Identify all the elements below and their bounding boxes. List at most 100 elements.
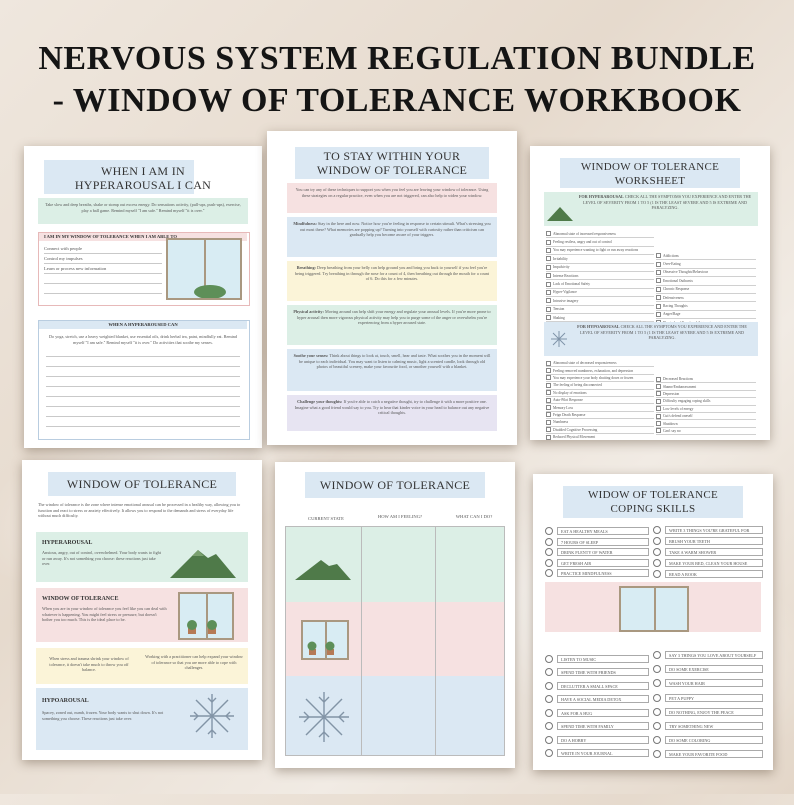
checkbox[interactable] (546, 397, 551, 403)
symptom-row: Addictions (656, 252, 756, 261)
coping-skill-row: READ A BOOK (653, 569, 763, 580)
checkbox[interactable] (656, 295, 661, 301)
coping-skill-row: PET A PUPPY (653, 691, 763, 705)
checkbox[interactable] (546, 427, 551, 433)
coping-skill-row: WRITE IN YOUR JOURNAL (545, 747, 649, 761)
check-circle[interactable] (653, 570, 661, 579)
check-circle[interactable] (653, 536, 661, 545)
check-circle[interactable] (653, 750, 661, 759)
checkbox[interactable] (546, 390, 551, 396)
checkbox[interactable] (546, 419, 551, 425)
check-circle[interactable] (545, 548, 553, 557)
checkbox[interactable] (546, 412, 551, 418)
checkbox[interactable] (656, 406, 661, 412)
check-circle[interactable] (653, 651, 661, 660)
checkbox[interactable] (656, 278, 661, 284)
window-illustration (301, 620, 349, 660)
check-circle[interactable] (545, 527, 553, 536)
hyperarousal-text: Anxious, angry, out of control, overwhel… (42, 550, 161, 567)
check-circle[interactable] (545, 749, 553, 758)
checkbox[interactable] (656, 376, 661, 382)
symptom-row: Low levels of energy (656, 406, 756, 413)
check-circle[interactable] (545, 537, 553, 546)
checkbox[interactable] (546, 382, 551, 388)
check-circle[interactable] (545, 695, 553, 704)
checkbox[interactable] (546, 239, 551, 245)
checkbox[interactable] (546, 368, 551, 374)
bundle-headline: NERVOUS SYSTEM REGULATION BUNDLE - WINDO… (0, 38, 794, 122)
checkbox[interactable] (546, 281, 551, 287)
checkbox[interactable] (546, 315, 551, 321)
checkbox[interactable] (546, 375, 551, 381)
title-line-1: WINDOW OF TOLERANCE (580, 161, 720, 173)
symptom-label: Lack of Emotional Safety (553, 282, 591, 287)
tip-text: If you're able to catch a negative thoug… (294, 399, 490, 416)
checkbox[interactable] (546, 434, 551, 440)
checkbox[interactable] (546, 273, 551, 279)
coping-skill-row: DO NOTHING, ENJOY THE PEACE (653, 705, 763, 719)
check-circle[interactable] (653, 547, 661, 556)
symptom-label: You may experience wanting to fight or r… (553, 248, 639, 253)
check-circle[interactable] (653, 707, 661, 716)
snowflake-icon (190, 694, 234, 738)
checkbox[interactable] (656, 286, 661, 292)
checkbox[interactable] (656, 303, 661, 309)
checkbox[interactable] (656, 421, 661, 427)
checkbox[interactable] (656, 261, 661, 267)
checkbox[interactable] (546, 247, 551, 253)
checkbox[interactable] (546, 231, 551, 237)
checkbox[interactable] (546, 289, 551, 295)
mountain-icon (170, 550, 236, 578)
symptom-label: Auto-Pilot Response (553, 398, 583, 403)
check-circle[interactable] (653, 525, 661, 534)
symptom-label: No display of emotions (553, 390, 587, 395)
window-illustration (178, 592, 234, 640)
coping-skill-label: WASH YOUR HAIR (665, 679, 763, 688)
checkbox[interactable] (656, 391, 661, 397)
checkbox[interactable] (656, 384, 661, 390)
check-circle[interactable] (653, 559, 661, 568)
symptom-label: Emotional Outbursts (663, 278, 693, 283)
coping-skill-label: 7 HOURS OF SLEEP (557, 537, 649, 546)
checkbox[interactable] (656, 398, 661, 404)
checkbox[interactable] (546, 256, 551, 262)
coping-skill-row: HAVE A SOCIAL MEDIA DETOX (545, 693, 649, 707)
check-circle[interactable] (653, 679, 661, 688)
checkbox[interactable] (546, 360, 551, 366)
coping-skill-row: PRACTICE MINDFULNESS (545, 568, 649, 579)
checkbox[interactable] (546, 405, 551, 411)
check-circle[interactable] (545, 735, 553, 744)
checkbox[interactable] (546, 306, 551, 312)
symptom-label: Hyper-Vigilance (553, 290, 577, 295)
check-circle[interactable] (545, 654, 553, 663)
checkbox[interactable] (656, 428, 661, 434)
check-circle[interactable] (545, 668, 553, 677)
section-heading: I AM IN MY WINDOW OF TOLERANCE WHEN I AM… (44, 234, 177, 239)
check-circle[interactable] (545, 722, 553, 731)
check-circle[interactable] (653, 736, 661, 745)
check-circle[interactable] (653, 665, 661, 674)
symptom-row: Intrusive imagery (546, 297, 654, 306)
checkbox[interactable] (656, 269, 661, 275)
check-circle[interactable] (545, 681, 553, 690)
stress-text: When stress and trauma shrink your windo… (49, 656, 129, 673)
checkbox[interactable] (656, 311, 661, 317)
check-circle[interactable] (653, 693, 661, 702)
hypo-symptom-list-left: Abnormal state of decreased responsivene… (546, 360, 654, 440)
coping-skill-label: WRITE IN YOUR JOURNAL (557, 749, 649, 758)
symptom-row: The feeling of being disconnected (546, 382, 654, 390)
check-circle[interactable] (545, 558, 553, 567)
symptom-label: Feign Death Response (553, 412, 586, 417)
symptom-row: Impulsivity (546, 264, 654, 272)
symptom-row: Abnormal state of increased responsivene… (546, 230, 654, 239)
check-circle[interactable] (545, 708, 553, 717)
check-circle[interactable] (545, 569, 553, 578)
headline-line-1: NERVOUS SYSTEM REGULATION BUNDLE (38, 40, 756, 77)
checkbox[interactable] (656, 253, 661, 259)
check-circle[interactable] (653, 722, 661, 731)
checkbox[interactable] (656, 413, 661, 419)
checkbox[interactable] (546, 264, 551, 270)
coping-skill-label: WRITE 3 THINGS YOU'RE GRATEFUL FOR (665, 525, 763, 534)
checkbox[interactable] (546, 298, 551, 304)
